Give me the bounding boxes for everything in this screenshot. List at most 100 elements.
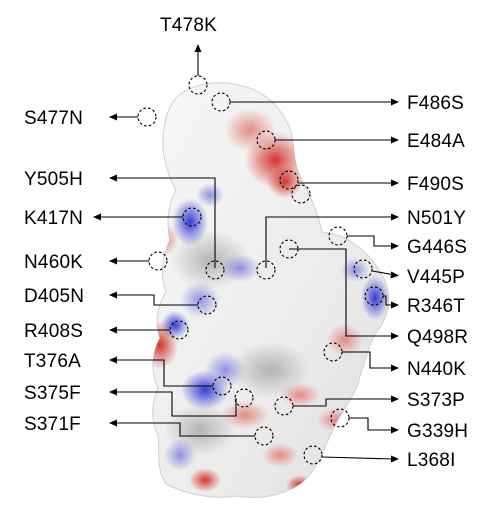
site-R346T-marker — [364, 286, 384, 306]
positive-patch — [196, 183, 224, 207]
negative-patch — [221, 401, 269, 429]
site-V445P-marker — [353, 259, 373, 279]
positive-patch — [220, 254, 260, 282]
label-E484A: E484A — [407, 131, 465, 152]
label-N460K: N460K — [24, 252, 83, 273]
leader-line — [113, 294, 198, 306]
leader-line — [293, 398, 395, 407]
arrowhead — [391, 455, 399, 463]
label-D405N: D405N — [24, 286, 84, 307]
leader-line — [113, 177, 216, 268]
positive-patch — [205, 352, 245, 388]
arrowhead — [194, 44, 202, 52]
arrowhead — [109, 388, 117, 396]
negative-patch — [317, 408, 353, 432]
leader-line — [347, 235, 395, 247]
arrowhead — [391, 364, 399, 372]
mutation-labels: T478K S477N F486S E484A Y505H F490S K417… — [24, 15, 468, 471]
leader-line — [113, 422, 255, 437]
arrowhead — [391, 301, 399, 309]
label-S375F: S375F — [24, 383, 81, 404]
site-S375F-marker — [234, 388, 254, 408]
arrowhead — [109, 257, 117, 265]
arrowhead — [391, 426, 399, 434]
label-S477N: S477N — [24, 108, 83, 129]
label-L368I: L368I — [407, 450, 456, 471]
site-F490S-marker-a — [279, 170, 299, 190]
label-N501Y: N501Y — [407, 208, 466, 229]
leader-line — [349, 417, 395, 431]
label-F490S: F490S — [407, 174, 464, 195]
leader-line — [265, 216, 395, 268]
positive-patch — [341, 258, 369, 282]
label-V445P: V445P — [407, 267, 465, 288]
site-T376A-marker — [212, 376, 232, 396]
site-N460K-marker — [148, 251, 168, 271]
arrowhead — [391, 213, 399, 221]
positive-patch — [164, 439, 196, 471]
label-G446S: G446S — [407, 237, 467, 258]
arrowhead — [391, 179, 399, 187]
negative-patch — [267, 166, 303, 198]
label-K417N: K417N — [24, 208, 83, 229]
label-Y505H: Y505H — [24, 169, 83, 190]
arrowhead — [93, 213, 101, 221]
leader-line — [289, 248, 395, 337]
shade-patch — [230, 342, 310, 398]
site-Q498R-marker — [279, 239, 299, 259]
site-D405N-marker — [197, 295, 217, 315]
negative-patch — [224, 108, 276, 152]
site-E484A-marker — [256, 130, 276, 150]
leader-line — [113, 359, 213, 387]
site-T478K-marker — [188, 75, 208, 95]
site-G446S-marker — [328, 226, 348, 246]
arrowhead — [109, 113, 117, 121]
positive-patch — [161, 311, 189, 339]
site-S477N-marker — [137, 107, 157, 127]
site-Y505H-marker — [205, 260, 225, 280]
leader-line — [383, 295, 395, 306]
label-T376A: T376A — [24, 351, 81, 372]
negative-patch — [280, 383, 320, 407]
negative-patch — [286, 475, 314, 495]
site-L368I-marker — [303, 445, 323, 465]
site-N501Y-marker — [256, 260, 276, 280]
label-N440K: N440K — [407, 359, 466, 380]
arrowhead — [391, 332, 399, 340]
label-S373P: S373P — [407, 390, 465, 411]
site-R408S-marker — [169, 320, 189, 340]
leader-line — [321, 456, 396, 460]
site-K417N-marker — [182, 207, 202, 227]
positive-patch — [361, 276, 389, 320]
arrowhead — [109, 419, 117, 427]
negative-patch — [262, 443, 298, 467]
label-R346T: R346T — [407, 296, 465, 317]
leader-line — [113, 391, 237, 417]
arrowhead — [391, 136, 399, 144]
label-Q498R: Q498R — [407, 327, 468, 348]
negative-patch — [327, 324, 363, 356]
label-F486S: F486S — [407, 93, 464, 114]
mutation-sites — [137, 75, 384, 465]
label-T478K: T478K — [160, 15, 217, 36]
site-F490S-marker-b — [291, 184, 311, 204]
leader-lines — [93, 44, 399, 463]
label-R408S: R408S — [24, 321, 83, 342]
arrowhead — [109, 356, 117, 364]
site-F486S-marker — [211, 92, 231, 112]
site-S371F-marker — [254, 426, 274, 446]
arrowhead — [109, 291, 117, 299]
arrowhead — [391, 98, 399, 106]
negative-patch — [189, 468, 221, 492]
leader-line — [342, 351, 395, 369]
arrowhead — [109, 326, 117, 334]
positive-patch — [172, 198, 208, 246]
protein-surface — [152, 82, 390, 498]
arrowhead — [391, 395, 399, 403]
arrowhead — [109, 174, 117, 182]
site-N440K-marker — [323, 342, 343, 362]
label-S371F: S371F — [24, 414, 81, 435]
label-G339H: G339H — [407, 421, 468, 442]
site-G339H-marker — [330, 408, 350, 428]
